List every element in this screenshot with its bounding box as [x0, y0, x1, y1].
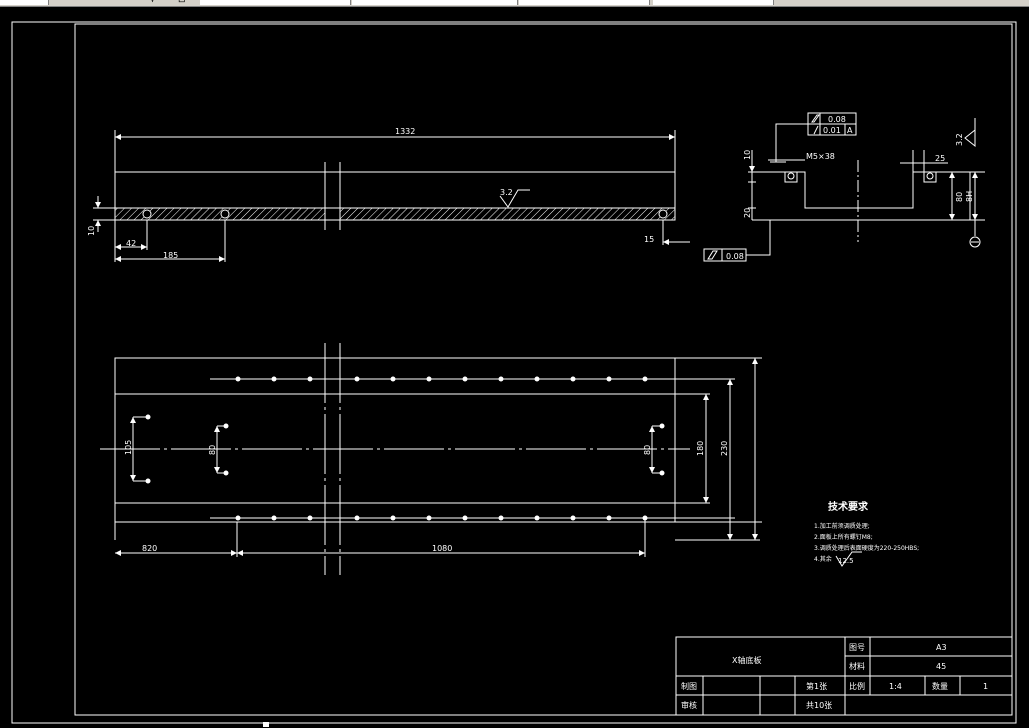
tech-requirements-title: 技术要求	[828, 500, 869, 513]
tech-req-item-1: 1.加工前须调质处理;	[814, 522, 870, 530]
part-name: X轴底板	[732, 655, 761, 665]
toolbar-strip: √ ⊡	[0, 0, 1029, 7]
dim-8h-label: 8H	[965, 191, 974, 202]
section-roughness-label: 3.2	[955, 133, 964, 146]
drawn-label: 制图	[681, 681, 697, 691]
material-label: 材料	[849, 661, 865, 671]
plan-holes	[145, 376, 665, 521]
toolbar-field-4[interactable]	[519, 0, 650, 5]
tech-req-item-4: 4.其余	[814, 555, 832, 563]
dim-length-label: 1332	[395, 127, 415, 136]
dim-80-label: 80	[955, 192, 964, 202]
toolbar-field-5[interactable]	[653, 0, 774, 5]
dim-edge-label: 15	[644, 235, 654, 244]
quantity-label: 数量	[932, 681, 948, 691]
plan-view	[100, 343, 762, 575]
box-icon[interactable]: ⊡	[178, 0, 186, 5]
dim-80-left-label: 80	[208, 445, 217, 455]
hole-left	[142, 209, 152, 219]
dim-hole1-label: 42	[126, 239, 136, 248]
datum-a-label: A	[847, 126, 853, 135]
hatch-right	[339, 207, 676, 221]
toolbar-field-3[interactable]	[352, 0, 518, 5]
dim-820-label: 820	[142, 544, 157, 553]
material-value: 45	[936, 662, 946, 671]
dim-10-label: 10	[743, 150, 752, 160]
flatness-bottom-label: 0.08	[726, 252, 744, 261]
hole-right	[658, 209, 668, 219]
scale-label: 比例	[849, 681, 865, 691]
toolbar-field-1[interactable]	[0, 0, 49, 5]
title-block	[675, 636, 1013, 716]
front-view	[93, 130, 690, 262]
tech-roughness-label: 12.5	[838, 557, 854, 565]
dim-105-label: 105	[124, 440, 133, 455]
tech-req-item-3: 3.调质处理后表面硬度为220-250HBS;	[814, 544, 919, 552]
toolbar-field-2[interactable]	[200, 0, 351, 5]
flatness-top-label: 0.08	[828, 115, 846, 124]
checked-label: 审核	[681, 700, 697, 710]
tech-roughness-symbol	[835, 551, 862, 567]
dim-hole2-label: 185	[163, 251, 178, 260]
inner-frame	[74, 23, 1013, 716]
drawing-no-label: 图号	[849, 643, 865, 652]
quantity-value: 1	[983, 682, 988, 691]
scroll-handle[interactable]	[263, 722, 269, 727]
parallel-label: 0.01	[823, 126, 841, 135]
total-label: 共10张	[806, 701, 832, 710]
sheet-label: 第1张	[806, 681, 827, 691]
drawing-no-value: A3	[936, 643, 947, 652]
dim-80-right-label: 80	[643, 445, 652, 455]
dim-180-label: 180	[696, 441, 705, 456]
outer-frame	[11, 21, 1017, 724]
check-icon[interactable]: √	[150, 0, 156, 5]
scale-value: 1:4	[889, 682, 902, 691]
section-view	[703, 112, 985, 262]
front-roughness-label: 3.2	[500, 188, 513, 197]
dim-1080-label: 1080	[432, 544, 452, 553]
tech-req-item-2: 2.面板上所有螺钉M8;	[814, 533, 873, 541]
dim-20-label: 20	[743, 208, 752, 218]
dim-230-label: 230	[720, 441, 729, 456]
thread-label: M5×38	[806, 152, 835, 161]
dim-thickness-label: 10	[87, 226, 96, 236]
hole-mid	[220, 209, 230, 219]
dim-25-label: 25	[935, 154, 945, 163]
